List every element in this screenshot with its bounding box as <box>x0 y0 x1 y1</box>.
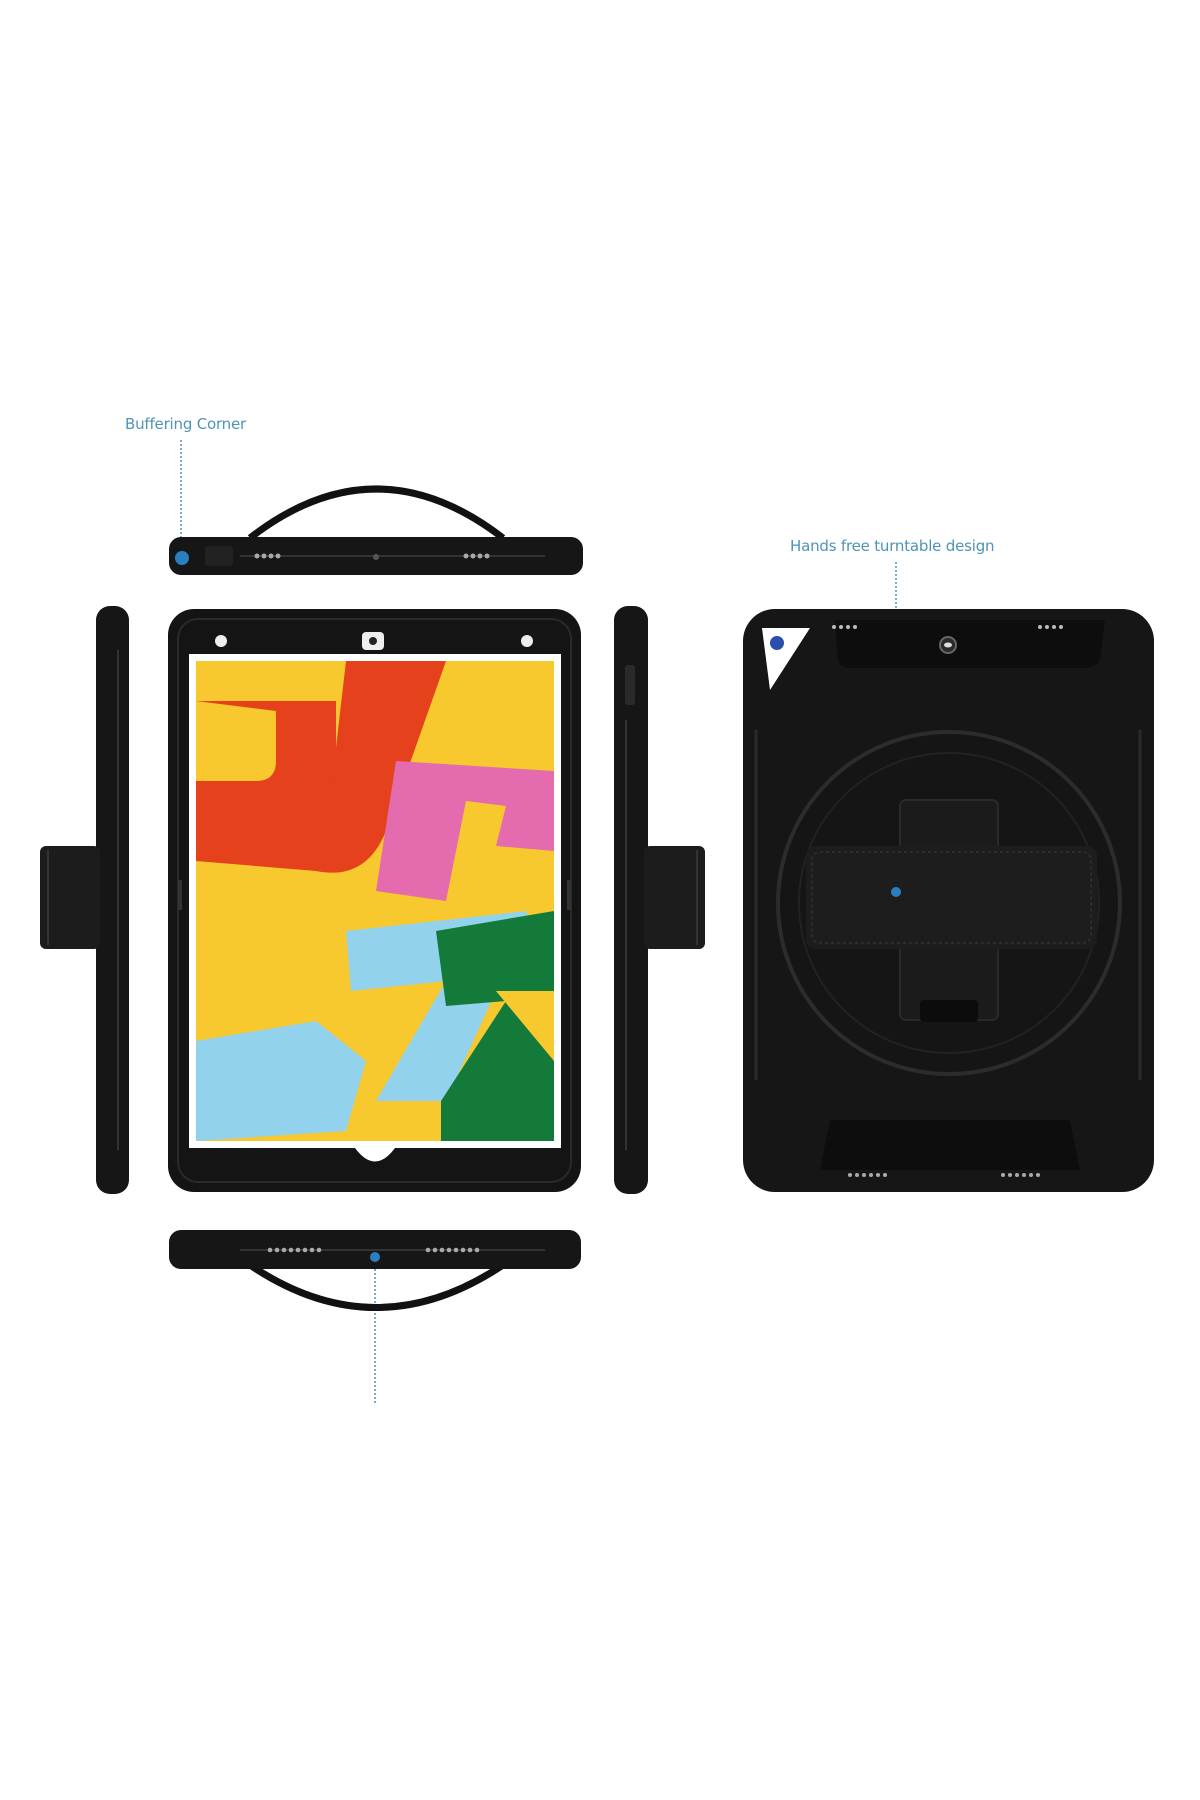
hand-strap <box>806 846 1097 949</box>
bottom-edge-view <box>169 1230 581 1311</box>
strap-dot <box>891 887 901 897</box>
right-side-view <box>614 606 705 1194</box>
top-edge-view <box>169 485 583 575</box>
hand-strap-side <box>644 846 705 949</box>
back-tablet-view <box>743 609 1154 1192</box>
front-tablet-view <box>168 609 581 1192</box>
port-dot <box>370 1252 380 1262</box>
hands-free-label: Hands free turntable design <box>790 537 995 555</box>
camera-lens <box>770 636 784 650</box>
tablet-screen <box>196 661 554 1141</box>
left-side-view <box>40 606 129 1194</box>
buffering-corner-label: Buffering Corner <box>125 415 246 433</box>
buffering-corner-dot <box>175 551 189 565</box>
hand-strap-side <box>40 846 100 949</box>
